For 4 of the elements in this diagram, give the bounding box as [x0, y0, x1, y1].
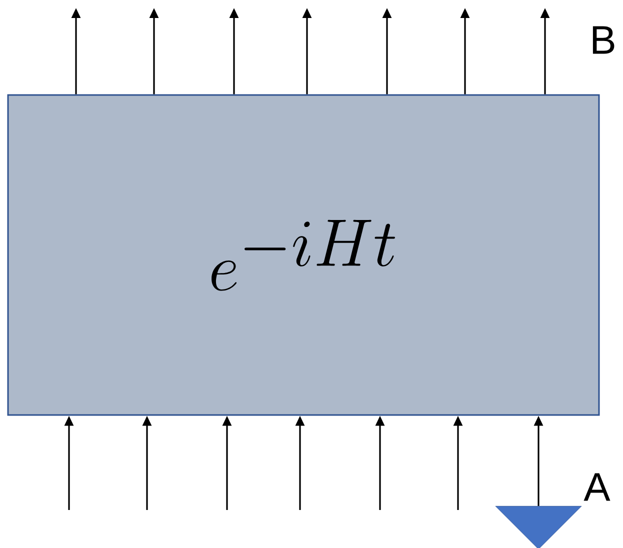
triangle-marker	[495, 506, 582, 548]
port-label: B	[592, 26, 614, 54]
port-label: A	[584, 473, 610, 501]
operator-box: $e^{-iHt}$	[7, 94, 600, 416]
